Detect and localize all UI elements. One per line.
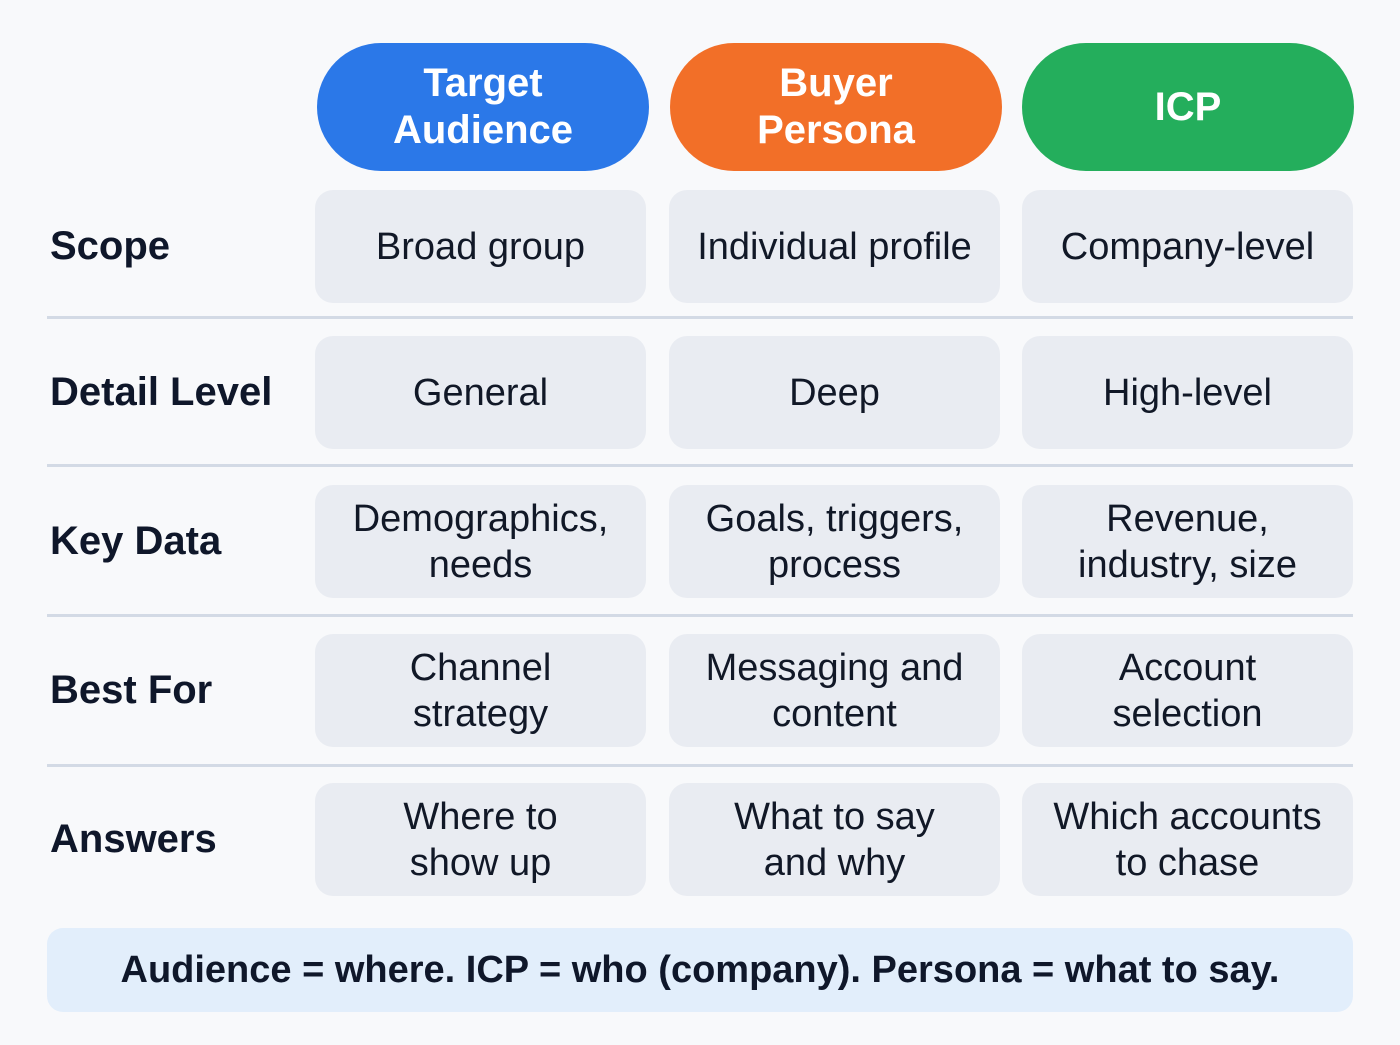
cell-detail-icp: High-level — [1022, 336, 1353, 449]
row-divider — [47, 464, 1353, 467]
cell-keydata-buyer-persona: Goals, triggers,process — [669, 485, 1000, 598]
header-icp: ICP — [1022, 43, 1354, 171]
row-label-best-for: Best For — [50, 668, 213, 712]
row-label-detail-level: Detail Level — [50, 370, 273, 414]
cell-detail-buyer-persona: Deep — [669, 336, 1000, 449]
cell-keydata-icp: Revenue,industry, size — [1022, 485, 1353, 598]
summary-banner: Audience = where. ICP = who (company). P… — [47, 928, 1353, 1012]
cell-detail-target-audience: General — [315, 336, 646, 449]
cell-scope-buyer-persona: Individual profile — [669, 190, 1000, 303]
row-label-answers: Answers — [50, 817, 217, 861]
row-label-scope: Scope — [50, 224, 171, 268]
cell-scope-icp: Company-level — [1022, 190, 1353, 303]
row-label-key-data: Key Data — [50, 519, 222, 563]
row-divider — [47, 316, 1353, 319]
row-divider — [47, 614, 1353, 617]
cell-keydata-target-audience: Demographics,needs — [315, 485, 646, 598]
summary-text: Audience = where. ICP = who (company). P… — [120, 948, 1280, 991]
row-divider — [47, 764, 1353, 767]
cell-scope-target-audience: Broad group — [315, 190, 646, 303]
